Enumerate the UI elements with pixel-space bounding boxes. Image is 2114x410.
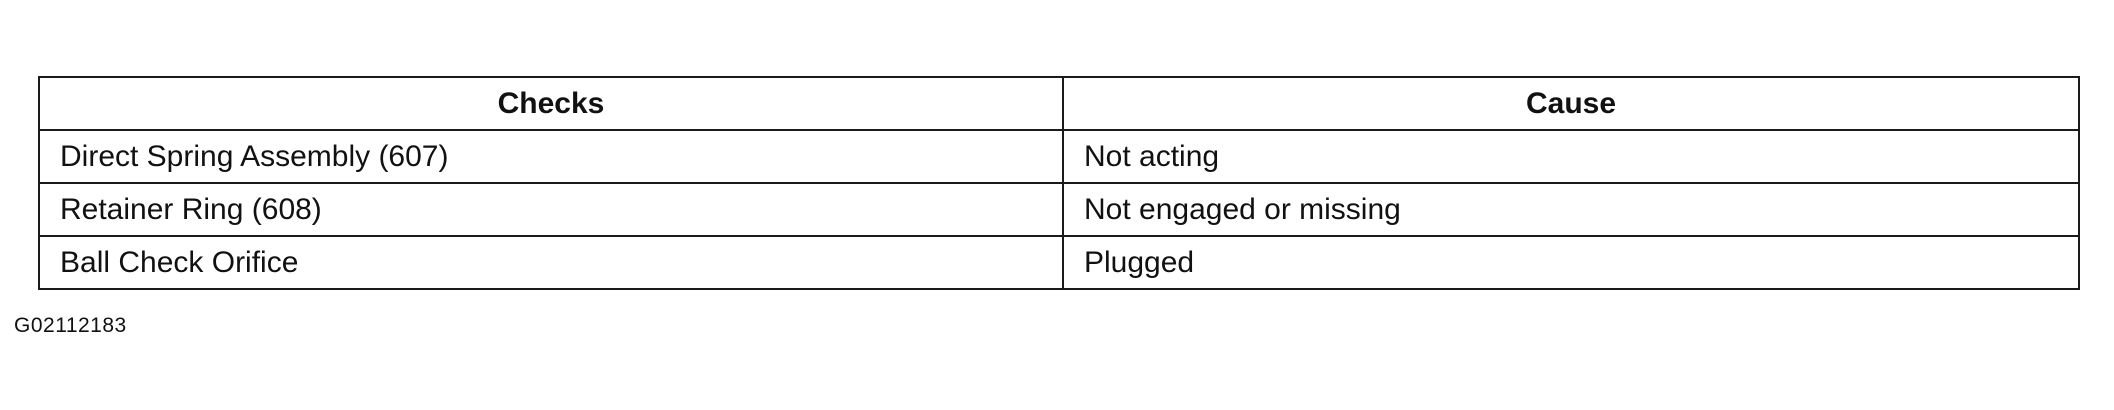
checks-cell: Retainer Ring (608) (38, 182, 1064, 237)
figure-id-label: G02112183 (14, 314, 127, 337)
cause-cell: Plugged (1062, 235, 2080, 290)
diagnostic-table-container: Checks Cause Direct Spring Assembly (607… (38, 76, 2080, 290)
column-header-checks: Checks (38, 76, 1064, 131)
table-row: Ball Check Orifice Plugged (38, 235, 2080, 290)
table-row: Retainer Ring (608) Not engaged or missi… (38, 182, 2080, 237)
cause-cell: Not engaged or missing (1062, 182, 2080, 237)
table-body: Direct Spring Assembly (607) Not acting … (38, 129, 2080, 290)
column-header-cause: Cause (1062, 76, 2080, 131)
table-row: Direct Spring Assembly (607) Not acting (38, 129, 2080, 184)
checks-cell: Direct Spring Assembly (607) (38, 129, 1064, 184)
table-header: Checks Cause (38, 76, 2080, 131)
table-header-row: Checks Cause (38, 76, 2080, 131)
checks-cell: Ball Check Orifice (38, 235, 1064, 290)
cause-cell: Not acting (1062, 129, 2080, 184)
checks-cause-table: Checks Cause Direct Spring Assembly (607… (38, 76, 2080, 290)
